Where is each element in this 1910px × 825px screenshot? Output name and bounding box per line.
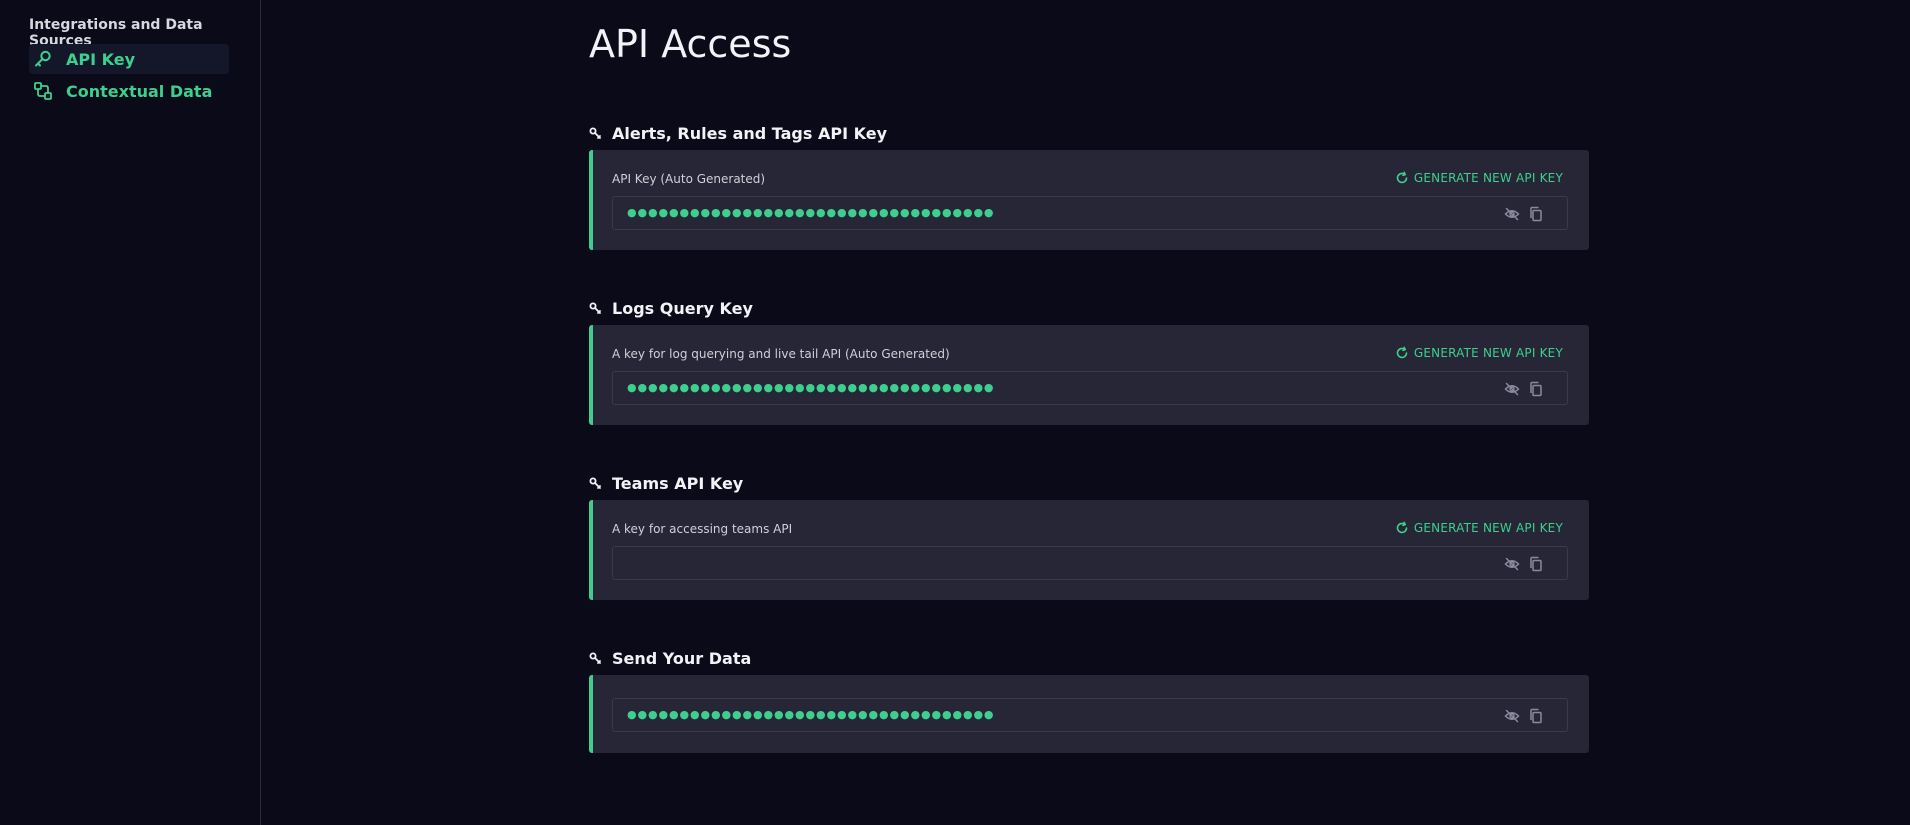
masked-key-value: ●●●●●●●●●●●●●●●●●●●●●●●●●●●●●●●●●●● [627, 206, 995, 219]
data-sources-icon [32, 80, 54, 102]
sidebar-item-api-key[interactable]: API Key [29, 44, 229, 74]
section-title-text: Teams API Key [612, 474, 744, 493]
refresh-icon [1395, 171, 1409, 185]
section-title-text: Logs Query Key [612, 299, 753, 318]
sidebar: Integrations and Data Sources API Key Co… [0, 0, 261, 825]
teams-api-key-card: A key for accessing teams API GENERATE N… [589, 500, 1589, 600]
card-label: API Key (Auto Generated) [612, 172, 766, 186]
generate-button-label: GENERATE NEW API KEY [1413, 346, 1563, 360]
link-icon [589, 477, 602, 490]
masked-key-value: ●●●●●●●●●●●●●●●●●●●●●●●●●●●●●●●●●●● [627, 381, 995, 394]
key-icon [32, 48, 54, 70]
section-title-text: Send Your Data [612, 649, 752, 668]
logs-query-key-field[interactable]: ●●●●●●●●●●●●●●●●●●●●●●●●●●●●●●●●●●● [612, 371, 1568, 405]
eye-off-icon[interactable] [1503, 555, 1520, 572]
section-title-alerts-key: Alerts, Rules and Tags API Key [589, 124, 887, 143]
section-title-text: Alerts, Rules and Tags API Key [612, 124, 888, 143]
copy-icon[interactable] [1527, 707, 1544, 724]
sidebar-item-label: Contextual Data [66, 81, 213, 101]
section-title-send-your-data: Send Your Data [589, 649, 751, 668]
eye-off-icon[interactable] [1503, 205, 1520, 222]
api-key-card: API Key (Auto Generated) GENERATE NEW AP… [589, 150, 1589, 250]
generate-button-label: GENERATE NEW API KEY [1413, 171, 1563, 185]
copy-icon[interactable] [1527, 205, 1544, 222]
api-key-field[interactable]: ●●●●●●●●●●●●●●●●●●●●●●●●●●●●●●●●●●● [612, 196, 1568, 230]
refresh-icon [1395, 521, 1409, 535]
sidebar-item-contextual-data[interactable]: Contextual Data [29, 76, 229, 106]
generate-new-api-key-button[interactable]: GENERATE NEW API KEY [1395, 171, 1563, 185]
eye-off-icon[interactable] [1503, 707, 1520, 724]
section-title-logs-query-key: Logs Query Key [589, 299, 753, 318]
copy-icon[interactable] [1527, 380, 1544, 397]
send-your-data-key-field[interactable]: ●●●●●●●●●●●●●●●●●●●●●●●●●●●●●●●●●●● [612, 698, 1568, 732]
page-title: API Access [589, 22, 792, 66]
section-title-teams-api-key: Teams API Key [589, 474, 743, 493]
generate-button-label: GENERATE NEW API KEY [1413, 521, 1563, 535]
masked-key-value: ●●●●●●●●●●●●●●●●●●●●●●●●●●●●●●●●●●● [627, 708, 995, 721]
sidebar-item-label: API Key [66, 49, 136, 69]
generate-new-api-key-button[interactable]: GENERATE NEW API KEY [1395, 521, 1563, 535]
refresh-icon [1395, 346, 1409, 360]
send-your-data-card: ●●●●●●●●●●●●●●●●●●●●●●●●●●●●●●●●●●● [589, 675, 1589, 753]
eye-off-icon[interactable] [1503, 380, 1520, 397]
copy-icon[interactable] [1527, 555, 1544, 572]
logs-query-key-card: A key for log querying and live tail API… [589, 325, 1589, 425]
generate-new-api-key-button[interactable]: GENERATE NEW API KEY [1395, 346, 1563, 360]
link-icon [589, 302, 602, 315]
link-icon [589, 652, 602, 665]
card-label: A key for accessing teams API [612, 522, 793, 536]
card-label: A key for log querying and live tail API… [612, 347, 950, 361]
teams-api-key-field[interactable] [612, 546, 1568, 580]
link-icon [589, 127, 602, 140]
